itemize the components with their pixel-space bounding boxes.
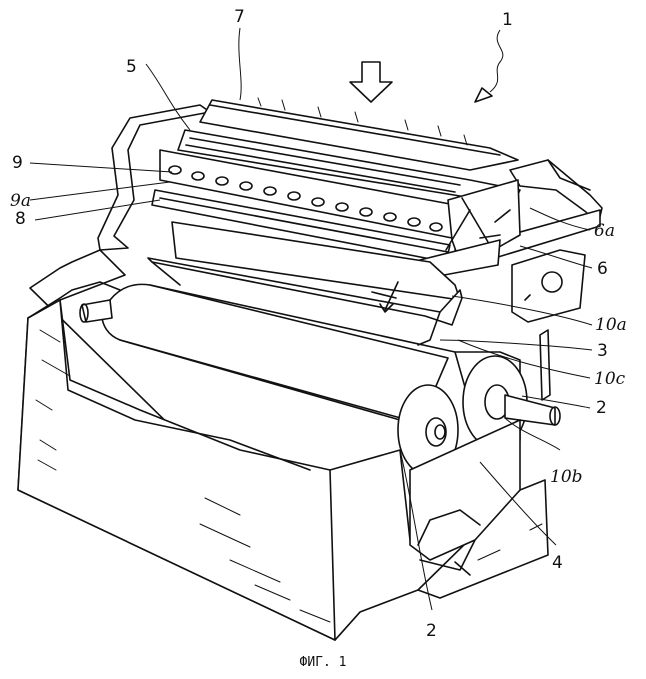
ref-label-10a: 10a xyxy=(595,315,627,335)
bearing-bracket xyxy=(512,250,585,322)
ref-label-4: 4 xyxy=(552,553,563,573)
feed-arrow-icon xyxy=(350,62,392,102)
ref-label-9a: 9a xyxy=(10,191,31,211)
apparatus-arrow-icon xyxy=(475,30,503,102)
ref-label-7: 7 xyxy=(234,7,245,27)
ref-label-8: 8 xyxy=(15,209,26,229)
ref-label-2-bottom: 2 xyxy=(426,621,437,641)
ref-label-9: 9 xyxy=(12,153,23,173)
ref-label-3: 3 xyxy=(597,341,608,361)
ref-label-6a: 6a xyxy=(594,221,615,241)
ref-label-2-right: 2 xyxy=(596,398,607,418)
ref-label-1: 1 xyxy=(502,10,513,30)
ref-label-10c: 10c xyxy=(594,369,626,389)
ref-label-5: 5 xyxy=(126,57,137,77)
ref-label-10b: 10b xyxy=(550,467,583,487)
figure-caption: ФИГ. 1 xyxy=(300,655,347,670)
ref-label-6: 6 xyxy=(597,259,608,279)
